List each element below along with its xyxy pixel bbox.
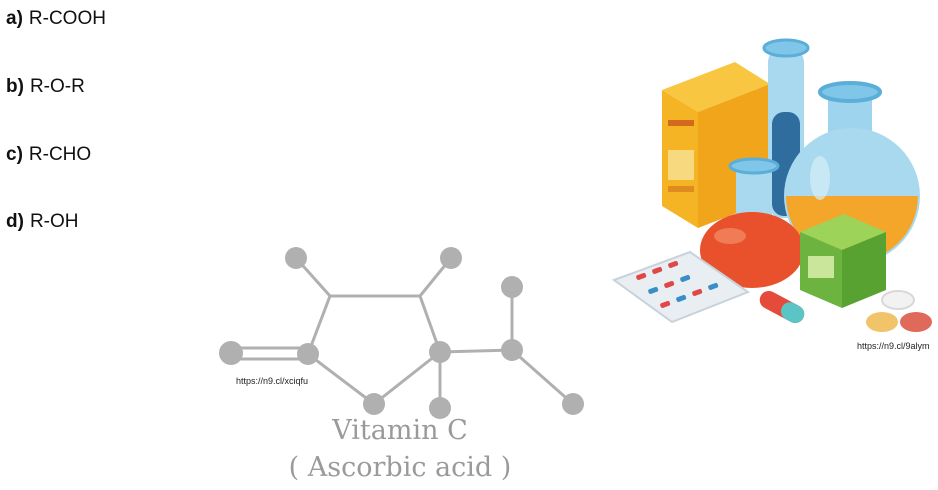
option-value: R-OH [29,211,79,232]
bond [511,348,574,406]
option-value: R-CHO [28,144,92,165]
red-flask-icon [700,212,804,288]
green-box-icon [800,214,886,308]
capsule-icon [759,290,805,324]
option-c[interactable]: c)R-CHO [6,144,91,166]
molecule-source-link[interactable]: https://n9.cl/xciqfu [236,376,309,386]
option-a[interactable]: a)R-COOH [6,8,106,30]
atom [219,341,243,365]
option-d[interactable]: d)R-OH [6,211,79,233]
atom [501,339,523,361]
option-b[interactable]: b)R-O-R [6,76,85,98]
option-key: b) [6,76,24,97]
molecule-title: Vitamin C [332,415,468,446]
atom [429,341,451,363]
atom [501,276,523,298]
atom [440,247,462,269]
molecule-atoms [219,247,584,419]
atom [297,343,319,365]
bond [307,352,375,406]
lab-flasks-and-medicine-illustration [611,38,932,332]
atom [285,247,307,269]
option-key: d) [6,211,24,232]
bond [439,348,513,354]
small-flask-icon [728,157,780,215]
option-key: c) [6,144,23,165]
option-key: a) [6,8,23,29]
option-value: R-O-R [29,76,85,97]
pill-blister-icon [611,250,751,324]
bond [373,350,441,406]
tablets-icon [866,290,932,332]
atom [429,397,451,419]
molecule-subtitle: ( Ascorbic acid ) [288,452,512,483]
lab-image-source-link[interactable]: https://n9.cl/9alym [857,341,930,351]
option-value: R-COOH [28,8,106,29]
atom [562,393,584,415]
atom [363,393,385,415]
